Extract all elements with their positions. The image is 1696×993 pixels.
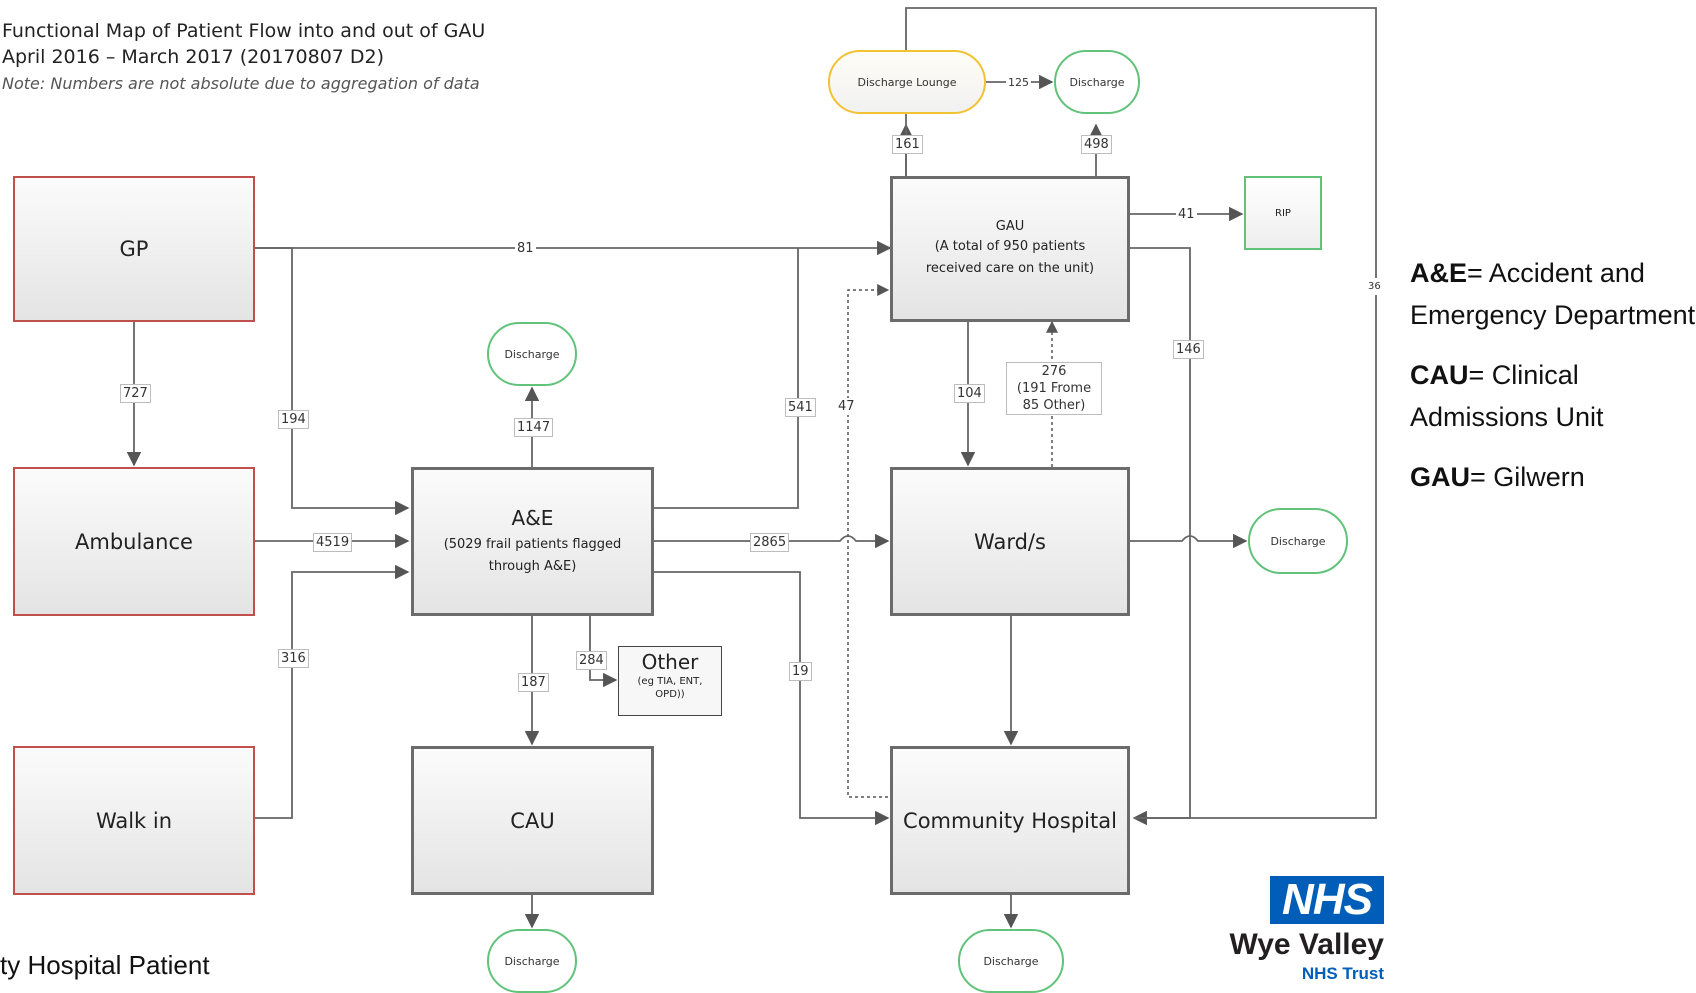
node-ae: A&E (5029 frail patients flagged through…: [411, 467, 654, 616]
node-rip: RIP: [1244, 176, 1322, 250]
node-cau: CAU: [411, 746, 654, 895]
flow-label-gp-ambulance: 727: [120, 384, 151, 403]
discharge-label: Discharge: [1069, 75, 1125, 89]
flow-label-ae-cau: 187: [518, 673, 549, 692]
node-discharge-community: Discharge: [958, 929, 1064, 993]
node-discharge-wards: Discharge: [1248, 508, 1348, 574]
node-gp: GP: [13, 176, 255, 322]
title-line-1: Functional Map of Patient Flow into and …: [2, 20, 486, 42]
footer-text-fragment: ty Hospital Patient: [0, 950, 210, 980]
node-other: Other (eg TIA, ENT, OPD)): [618, 646, 722, 716]
flow-label-wards-gau-total: 276: [1041, 364, 1067, 379]
flow-label-ambulance-ae: 4519: [313, 533, 353, 552]
edge-ae-gau: [654, 248, 799, 509]
diagram-title-block: Functional Map of Patient Flow into and …: [2, 20, 485, 93]
nhs-mark: NHS: [1270, 876, 1384, 924]
node-gau-title: GAU: [995, 218, 1025, 234]
flow-label-gp-gau: 81: [515, 240, 536, 257]
flow-label-lounge-discharge: 125: [1006, 74, 1031, 91]
title-note: Note: Numbers are not absolute due to ag…: [2, 74, 480, 93]
node-other-subtitle: (eg TIA, ENT, OPD)): [637, 676, 703, 700]
edge-ae-other: [589, 616, 618, 688]
flow-label-loop: 36: [1368, 278, 1381, 295]
flow-label-wards-gau-breakdown: (191 Frome 85 Other): [1016, 381, 1092, 413]
node-discharge-top-right: Discharge: [1054, 50, 1140, 114]
discharge-label: Discharge: [504, 347, 560, 361]
legend-meaning: = Gilwern: [1470, 462, 1585, 492]
abbreviation-legend: A&E= Accident and Emergency Department C…: [1410, 252, 1696, 536]
flow-label-wards-gau: 276 (191 Frome 85 Other): [1006, 362, 1102, 415]
flow-label-gau-rip: 41: [1176, 206, 1197, 223]
node-community-hospital-label: Community Hospital: [903, 808, 1117, 833]
flow-label-ae-discharge: 1147: [514, 418, 554, 437]
edge-loop-36: [905, 7, 1377, 819]
edge-gp-ae: [255, 247, 410, 516]
legend-item-cau: CAU= Clinical Admissions Unit: [1410, 354, 1696, 438]
node-ambulance-label: Ambulance: [75, 529, 193, 554]
node-discharge-lounge-label: Discharge Lounge: [857, 75, 957, 89]
node-ae-subtitle: (5029 frail patients flagged through A&E…: [443, 536, 622, 574]
discharge-label: Discharge: [504, 954, 560, 968]
node-gp-label: GP: [119, 237, 149, 261]
nhs-trust: NHS Trust: [1301, 964, 1384, 983]
node-gau-subtitle: (A total of 950 patients received care o…: [925, 238, 1095, 276]
node-cau-label: CAU: [510, 808, 555, 833]
nhs-organisation: Wye Valley: [1229, 928, 1384, 961]
flow-label-ae-other: 284: [576, 651, 607, 670]
title-line-2: April 2016 – March 2017 (20170807 D2): [2, 46, 385, 68]
edge-community-gau-dotted: [847, 284, 890, 798]
edge-ae-community: [654, 571, 890, 826]
node-discharge-lounge: Discharge Lounge: [828, 50, 986, 114]
flow-label-ae-gau: 541: [785, 398, 816, 417]
node-discharge-ae: Discharge: [487, 322, 577, 386]
node-ambulance: Ambulance: [13, 467, 255, 616]
legend-meaning: = Clinical Admissions Unit: [1410, 360, 1604, 432]
node-walk-in-label: Walk in: [95, 808, 173, 833]
legend-item-ae: A&E= Accident and Emergency Department: [1410, 252, 1696, 336]
node-community-hospital: Community Hospital: [890, 746, 1130, 895]
flow-label-ae-community: 19: [789, 662, 812, 681]
legend-meaning: = Accident and Emergency Department: [1410, 258, 1696, 330]
flow-label-ae-wards: 2865: [750, 533, 790, 552]
flow-label-walkin-ae: 316: [278, 649, 309, 668]
edge-gau-community: [1130, 247, 1191, 826]
node-wards: Ward/s: [890, 467, 1130, 616]
node-other-title: Other: [641, 650, 699, 674]
node-rip-label: RIP: [1275, 207, 1291, 219]
discharge-label: Discharge: [983, 954, 1039, 968]
node-discharge-cau: Discharge: [487, 929, 577, 993]
discharge-label: Discharge: [1270, 534, 1326, 548]
flow-label-gp-ae: 194: [278, 410, 309, 429]
node-ae-title: A&E: [511, 505, 554, 530]
flow-label-gau-wards: 104: [954, 384, 985, 403]
legend-abbr: A&E: [1410, 258, 1468, 288]
edge-wards-discharge: [1130, 533, 1248, 549]
node-gau: GAU (A total of 950 patients received ca…: [890, 176, 1130, 322]
legend-abbr: CAU: [1410, 360, 1469, 390]
flow-label-gau-community: 146: [1173, 340, 1204, 359]
flow-label-gau-discharge: 498: [1081, 135, 1112, 154]
legend-item-gau: GAU= Gilwern: [1410, 456, 1696, 498]
node-walk-in: Walk in: [13, 746, 255, 895]
flow-label-gau-lounge: 161: [892, 135, 923, 154]
node-wards-label: Ward/s: [974, 529, 1046, 554]
flow-label-community-gau: 47: [836, 398, 857, 415]
legend-abbr: GAU: [1410, 462, 1470, 492]
edge-walkin-ae: [255, 564, 410, 819]
